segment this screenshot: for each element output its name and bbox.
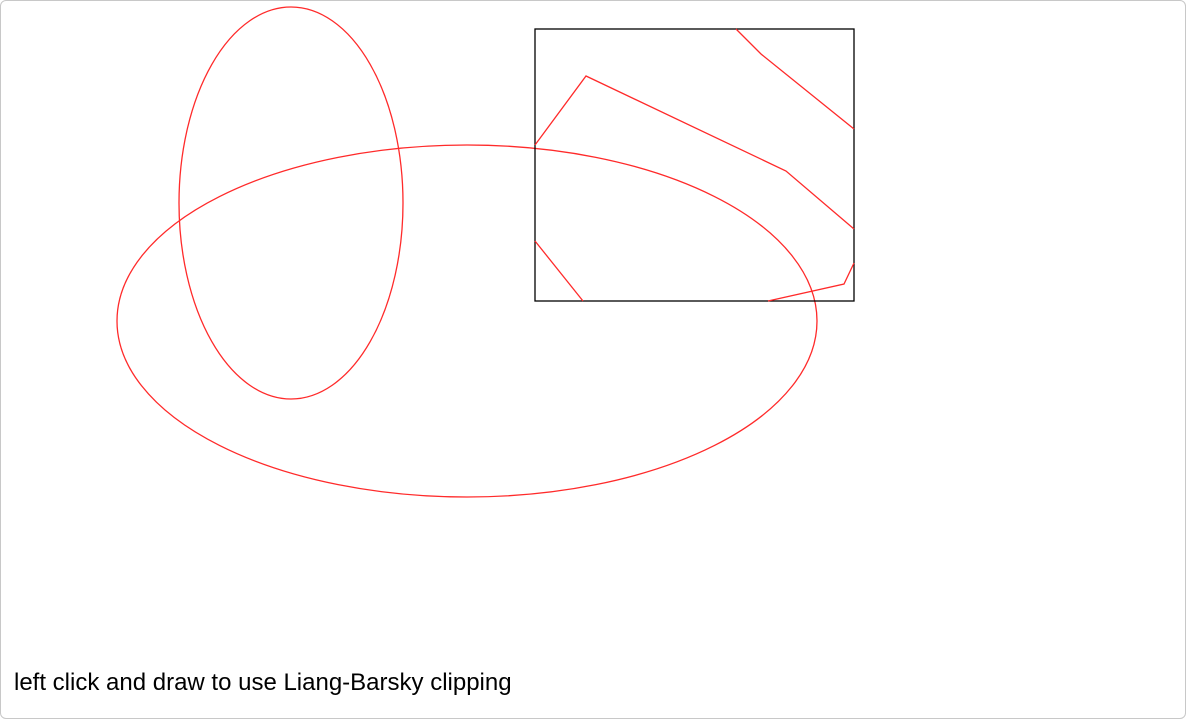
status-instruction-text: left click and draw to use Liang-Barsky … [14, 669, 512, 696]
clipped-polyline-left-corner [534, 240, 584, 302]
ellipse-vertical [178, 6, 404, 400]
clip-window [534, 28, 855, 302]
clipped-polyline-middle [534, 75, 855, 230]
clipped-polyline-upper [735, 28, 855, 130]
clipped-polyline-right-corner [767, 262, 855, 302]
ellipse-horizontal [116, 144, 818, 498]
